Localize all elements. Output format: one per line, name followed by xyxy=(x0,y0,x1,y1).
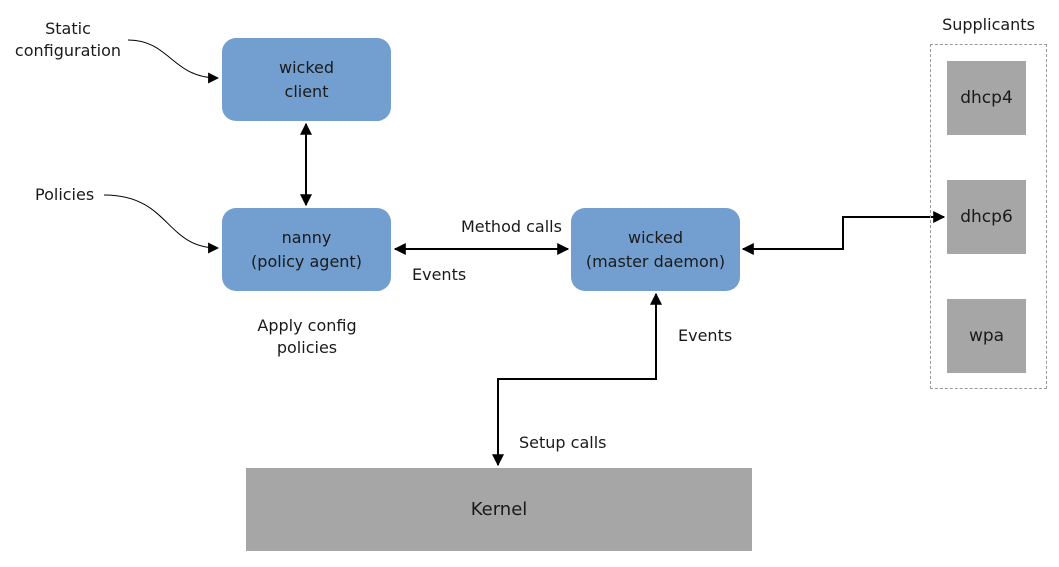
supplicants-group xyxy=(930,44,1047,389)
master-daemon-line1: wicked xyxy=(627,227,684,247)
wicked-client-node: wicked client xyxy=(222,38,391,121)
static-configuration-label: Static configuration xyxy=(8,18,128,62)
static-configuration-line1: Static xyxy=(45,19,91,38)
master-supplicants-edge xyxy=(741,211,946,255)
apply-config-note: Apply config policies xyxy=(247,315,367,359)
kernel-label: Kernel xyxy=(470,498,528,520)
wicked-client-line1: wicked xyxy=(278,57,335,77)
master-kernel-edge xyxy=(492,292,662,467)
policies-label: Policies xyxy=(35,185,95,204)
nanny-line1: nanny xyxy=(281,227,332,247)
static-configuration-line2: configuration xyxy=(14,41,122,60)
apply-config-line2: policies xyxy=(276,338,338,357)
master-daemon-line2: (master daemon) xyxy=(585,251,726,271)
supplicant-dhcp4-label: dhcp4 xyxy=(960,88,1013,108)
apply-config-line1: Apply config xyxy=(257,316,357,335)
kernel-node: Kernel xyxy=(246,468,752,551)
policies-edge xyxy=(103,194,220,254)
supplicant-wpa-label: wpa xyxy=(968,326,1005,346)
supplicant-dhcp6-label: dhcp6 xyxy=(960,207,1013,227)
supplicant-dhcp4: dhcp4 xyxy=(947,61,1026,135)
wicked-client-line2: client xyxy=(284,81,329,101)
supplicant-wpa: wpa xyxy=(947,299,1026,373)
nanny-node: nanny (policy agent) xyxy=(222,208,391,291)
static-config-edge xyxy=(127,39,220,84)
nanny-line2: (policy agent) xyxy=(251,251,362,271)
supplicants-title: Supplicants xyxy=(942,15,1035,34)
events-nanny-label: Events xyxy=(412,265,467,284)
method-calls-label: Method calls xyxy=(461,217,562,236)
setup-calls-label: Setup calls xyxy=(519,433,607,452)
events-kernel-label: Events xyxy=(678,326,733,345)
supplicant-dhcp6: dhcp6 xyxy=(947,180,1026,254)
master-daemon-node: wicked (master daemon) xyxy=(571,208,740,291)
